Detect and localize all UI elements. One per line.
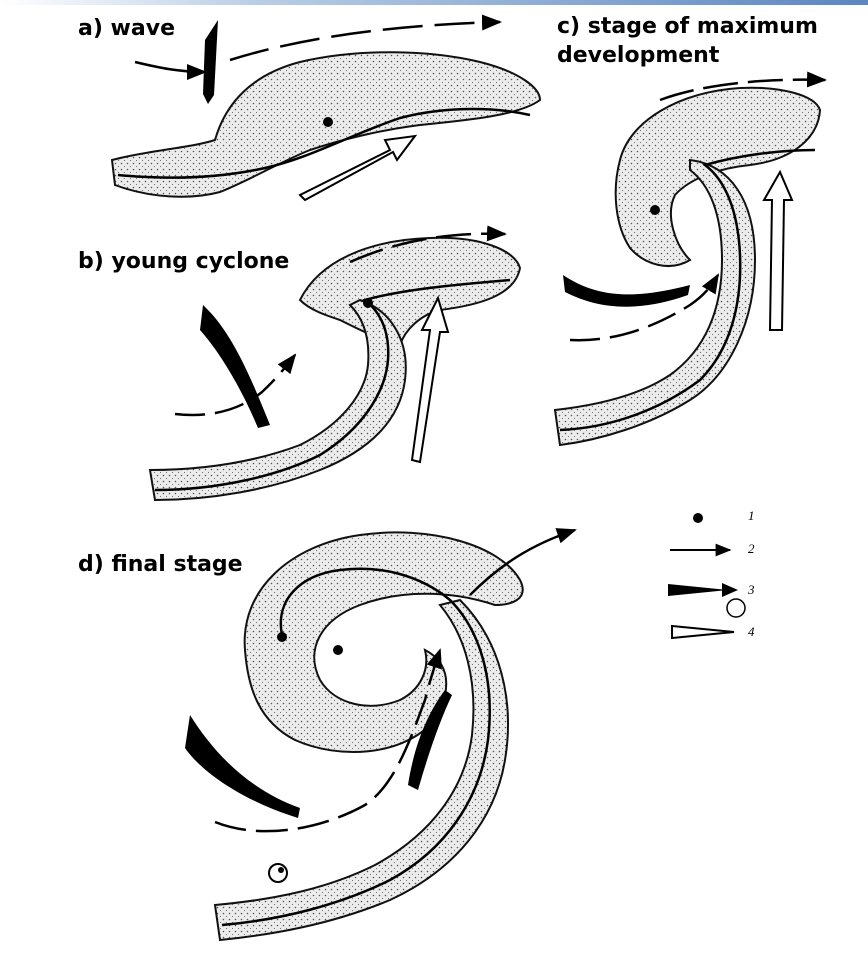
panel-c-low-center — [650, 205, 660, 215]
panel-a-low-center — [323, 117, 333, 127]
panel-c-title-line2: development — [557, 44, 719, 67]
panel-d-title: d) final stage — [78, 553, 243, 576]
legend-symbols — [668, 513, 745, 638]
panel-c-flow-arrow-lower — [570, 275, 718, 340]
legend-number-1: 1 — [748, 508, 755, 524]
dot-icon — [693, 513, 703, 523]
legend-number-3: 3 — [748, 582, 755, 598]
panel-a-wave — [112, 20, 540, 200]
panel-a-wedge-arrow — [203, 20, 218, 104]
legend-hollow-circle — [727, 599, 745, 617]
panel-a-flow-arrow-left — [135, 62, 205, 72]
panel-d-low-center-1 — [277, 632, 287, 642]
panel-d-small-marker — [269, 864, 287, 882]
panel-b-hollow-arrow — [412, 298, 448, 462]
panel-c-hollow-arrow — [764, 172, 792, 330]
legend-number-4: 4 — [748, 624, 755, 640]
panel-b-low-center — [363, 298, 373, 308]
wedge-arrow-icon — [668, 584, 728, 596]
panel-b-wedge-arrow — [200, 305, 270, 428]
panel-c-title-line1: c) stage of maximum — [557, 15, 818, 38]
panel-b-cloud-band-lower — [150, 300, 406, 500]
panel-a-title: a) wave — [78, 17, 175, 40]
panel-c-maximum-development — [555, 80, 825, 445]
hollow-arrow-icon — [672, 626, 734, 638]
panel-d-small-marker-dot — [278, 867, 284, 873]
panel-b-title: b) young cyclone — [78, 250, 289, 273]
wedge-arrow-head — [722, 583, 738, 597]
panel-d-low-center-2 — [333, 645, 343, 655]
panel-d-final-stage — [185, 530, 575, 940]
legend-number-2: 2 — [748, 541, 755, 557]
panel-c-wedge-arrow — [563, 275, 690, 307]
